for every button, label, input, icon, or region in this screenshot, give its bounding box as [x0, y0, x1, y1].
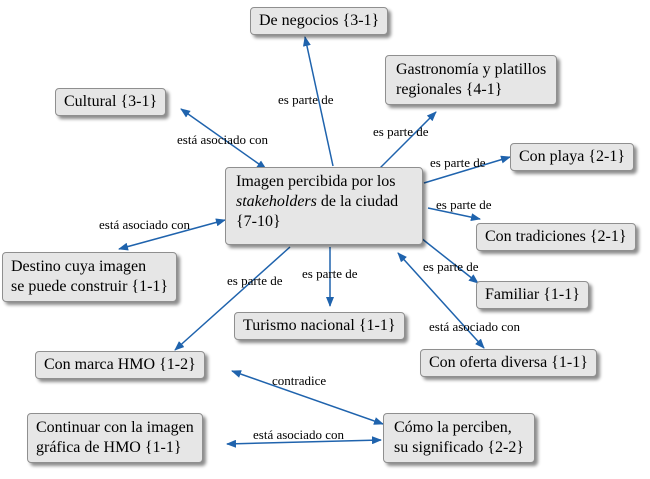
edge-label-familiar: es parte de [423, 259, 479, 274]
node-con-tradiciones: Con tradiciones {2-1} [476, 223, 636, 251]
node-imagen-line2: stakeholders de la ciudad [236, 193, 399, 210]
edge-label-playa: es parte de [430, 155, 486, 170]
edge-label-negocios: es parte de [278, 92, 334, 107]
node-destino: Destino cuya imagen se puede construir {… [2, 252, 178, 302]
edge-continuar [226, 436, 382, 448]
edge-label-oferta: está asociado con [429, 319, 520, 334]
edge-marca [174, 246, 291, 351]
edge-label-contradice: contradice [272, 373, 326, 388]
node-imagen-line1: Imagen percibida por los [236, 173, 396, 190]
edge-label-continuar: está asociado con [253, 427, 344, 442]
edge-label-tradiciones: es parte de [436, 197, 492, 212]
node-familiar: Familiar {1-1} [476, 281, 589, 309]
node-imagen-stakeholders: stakeholders [236, 193, 317, 210]
node-de-negocios: De negocios {3-1} [250, 7, 389, 35]
node-marca-hmo: Con marca HMO {1-2} [35, 351, 205, 379]
edge-label-turismo: es parte de [302, 266, 358, 281]
node-imagen-line3: {7-10} [236, 213, 281, 230]
node-turismo-nacional: Turismo nacional {1-1} [234, 312, 405, 340]
node-con-playa: Con playa {2-1} [510, 143, 635, 171]
node-cultural: Cultural {3-1} [55, 88, 167, 116]
edge-destino [118, 218, 226, 251]
edge-label-destino: está asociado con [99, 217, 190, 232]
edge-playa [423, 155, 511, 184]
edge-label-marca: es parte de [227, 273, 283, 288]
edge-oferta [397, 252, 485, 349]
edge-tradiciones [427, 207, 481, 222]
edge-label-gastronomia: es parte de [373, 124, 429, 139]
edge-negocios [303, 36, 334, 167]
edge-contradice [231, 370, 384, 425]
edge-label-cultural: está asociado con [177, 132, 268, 147]
edge-cultural [180, 108, 267, 170]
node-gastronomia: Gastronomía y platillos regionales {4-1} [385, 55, 558, 105]
node-imagen-percibida: Imagen percibida por los stakeholders de… [225, 167, 423, 245]
edge-gastronomia [377, 111, 437, 171]
node-continuar-imagen: Continuar con la imagen gráfica de HMO {… [27, 413, 203, 463]
node-oferta-diversa: Con oferta diversa {1-1} [420, 349, 597, 377]
node-como-perciben: Cómo la perciben, su significado {2-2} [383, 413, 536, 463]
